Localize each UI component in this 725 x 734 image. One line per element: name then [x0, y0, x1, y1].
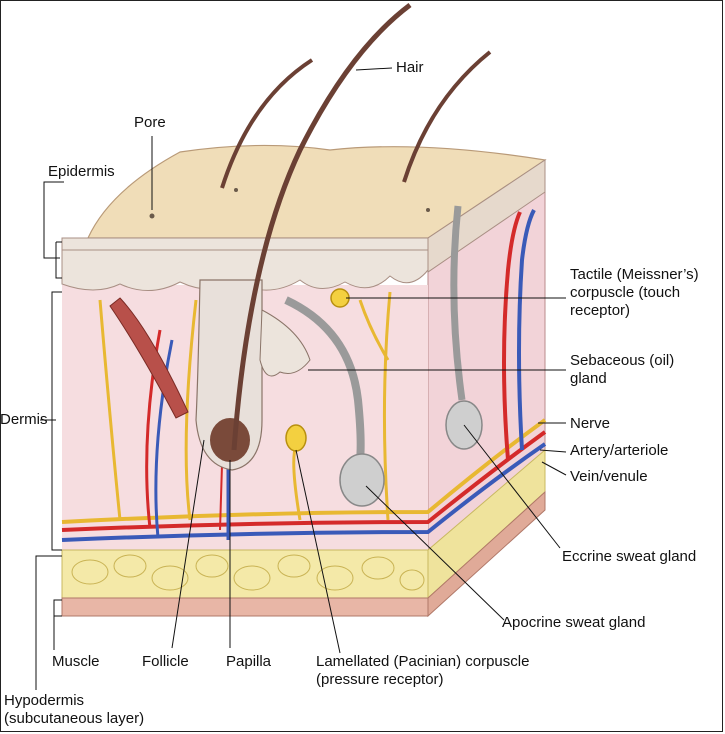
skin-surface	[87, 144, 547, 239]
label-epidermis: Epidermis	[48, 163, 115, 180]
label-nerve: Nerve	[570, 415, 611, 432]
hair-shaft-right	[402, 50, 492, 183]
epidermis-layer	[61, 237, 429, 292]
apocrine-gland-coil	[339, 453, 385, 507]
label-pore: Pore	[134, 114, 166, 131]
nerve-branches	[98, 291, 392, 521]
label-hypodermis: Hypodermis (subcutaneous layer)	[4, 692, 145, 727]
vein-vertical-right	[517, 209, 536, 451]
fat-cells	[71, 554, 425, 591]
artery-vertical-right	[502, 211, 522, 461]
leader-lines	[35, 67, 567, 690]
label-lamellated-corpuscle: Lamellated (Pacinian) corpuscle (pressur…	[316, 653, 530, 688]
papilla-artery	[219, 464, 223, 531]
eccrine-duct	[450, 205, 466, 401]
label-tactile-corpuscle: Tactile (Meissner’s) corpuscle (touch re…	[570, 266, 699, 319]
label-eccrine-sweat-gland: Eccrine sweat gland	[562, 548, 697, 565]
sebaceous-gland	[259, 309, 311, 377]
label-hair: Hair	[396, 59, 424, 76]
apocrine-duct	[284, 296, 365, 461]
nerve-horizontal	[61, 418, 547, 524]
pore-dot	[149, 213, 155, 219]
label-sebaceous-gland: Sebaceous (oil) gland	[570, 352, 675, 387]
hypodermis-fat-layer	[61, 549, 429, 599]
muscle-layer	[61, 597, 429, 617]
label-vein: Vein/venule	[570, 468, 648, 485]
arrector-pili-muscle	[109, 297, 189, 419]
label-apocrine-sweat-gland: Apocrine sweat gland	[502, 614, 646, 631]
lamellated-corpuscle	[285, 424, 307, 452]
pore-dot	[234, 188, 238, 192]
label-follicle: Follicle	[142, 653, 189, 670]
label-papilla: Papilla	[226, 653, 272, 670]
vein-branch	[154, 339, 174, 539]
muscle-right-face	[427, 490, 546, 618]
label-muscle: Muscle	[52, 653, 100, 670]
hair-shaft-left	[220, 58, 314, 189]
hair-bulb	[210, 418, 250, 462]
label-dermis: Dermis	[0, 411, 48, 428]
hair-shaft-main	[231, 3, 412, 451]
pore-dot	[426, 208, 430, 212]
hair-follicle	[195, 279, 263, 471]
label-artery: Artery/arteriole	[570, 442, 669, 459]
